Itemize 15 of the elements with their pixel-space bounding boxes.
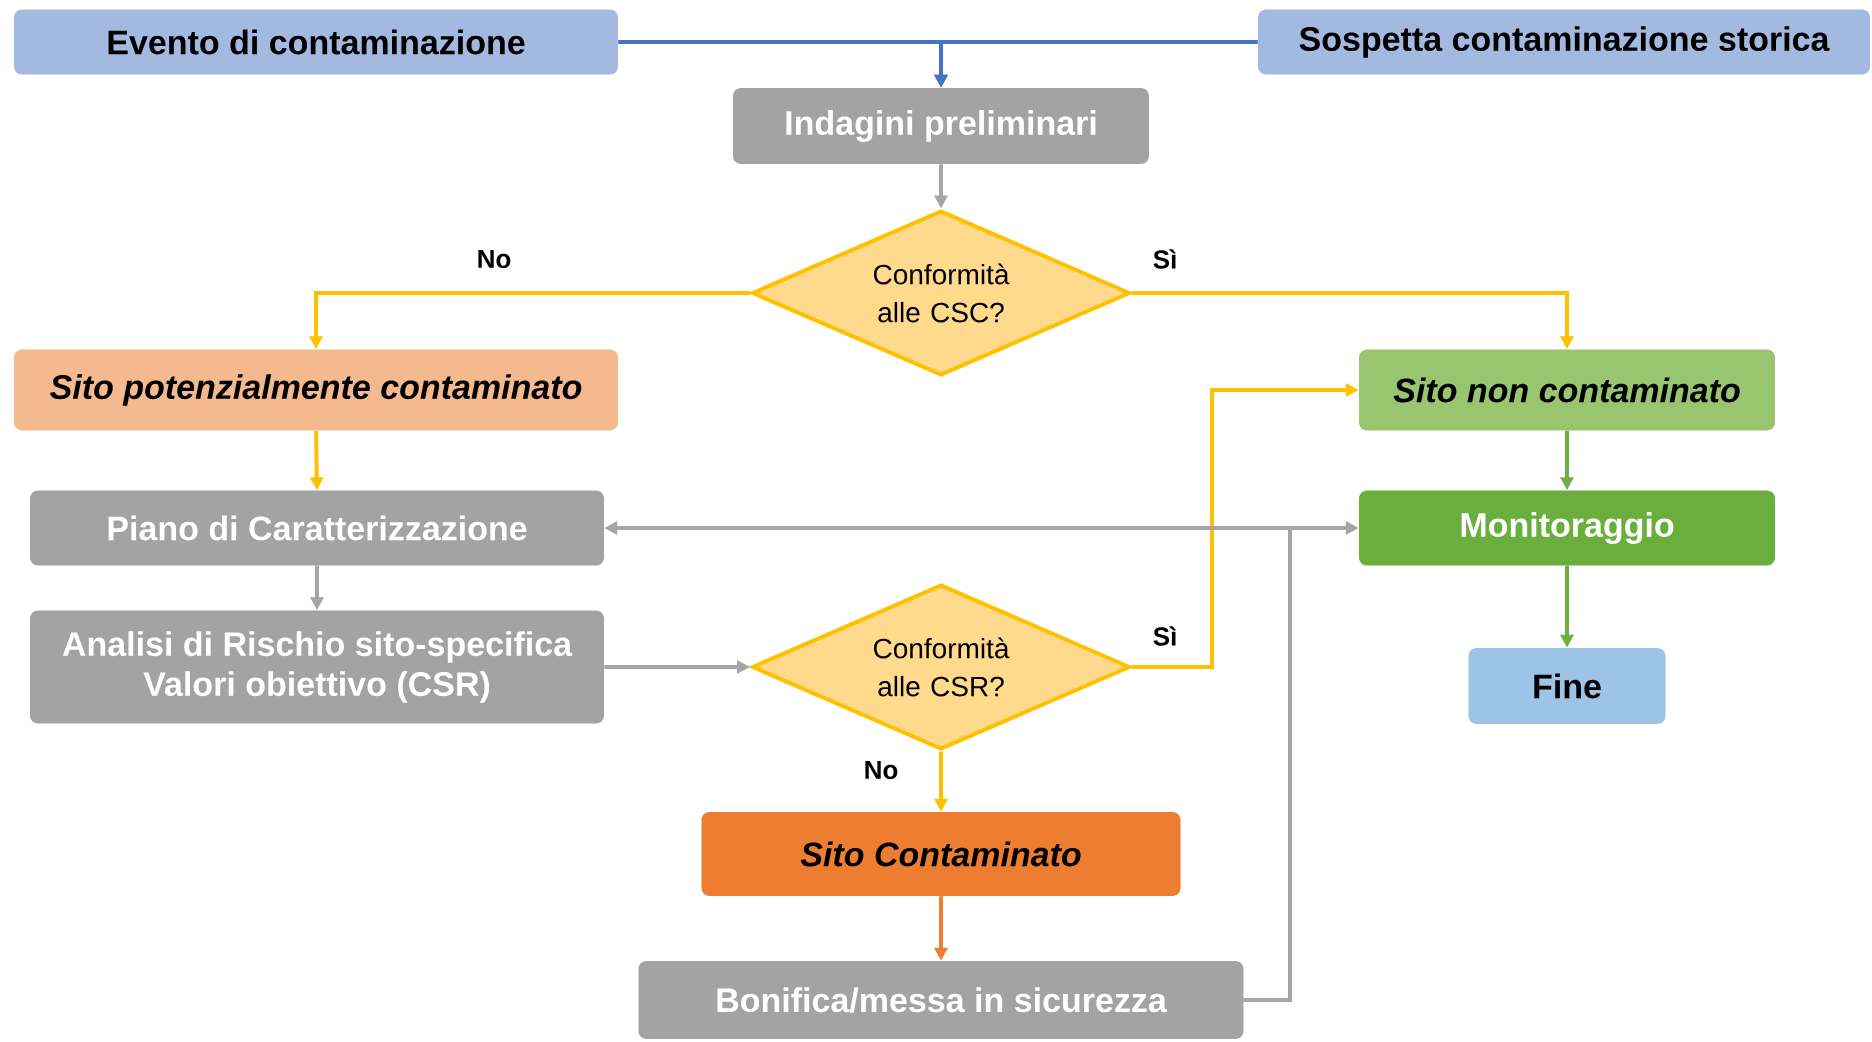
process-box: Analisi di Rischio sito-specifica Valori obiettivo (CSR) [30,610,604,724]
start-box: Evento di contaminazione [14,9,618,75]
start-box: Sospetta contaminazione storica [1258,9,1870,75]
outcome-box: Sito potenzialmente contaminato [14,349,618,431]
outcome-box: Sito Contaminato [701,812,1181,896]
process-box: Indagini preliminari [733,88,1149,164]
edge-label: Sì [1153,626,1176,646]
process-box: Monitoraggio [1359,490,1775,566]
edge-label: Sì [1153,249,1176,269]
outcome-box: Sito non contaminato [1359,349,1775,431]
end-box: Fine [1468,648,1666,724]
process-box: Bonifica/messa in sicurezza [638,961,1244,1039]
edge-label: No [478,249,511,269]
edge-label: No [865,760,898,780]
process-box: Piano di Caratterizzazione [30,490,604,566]
